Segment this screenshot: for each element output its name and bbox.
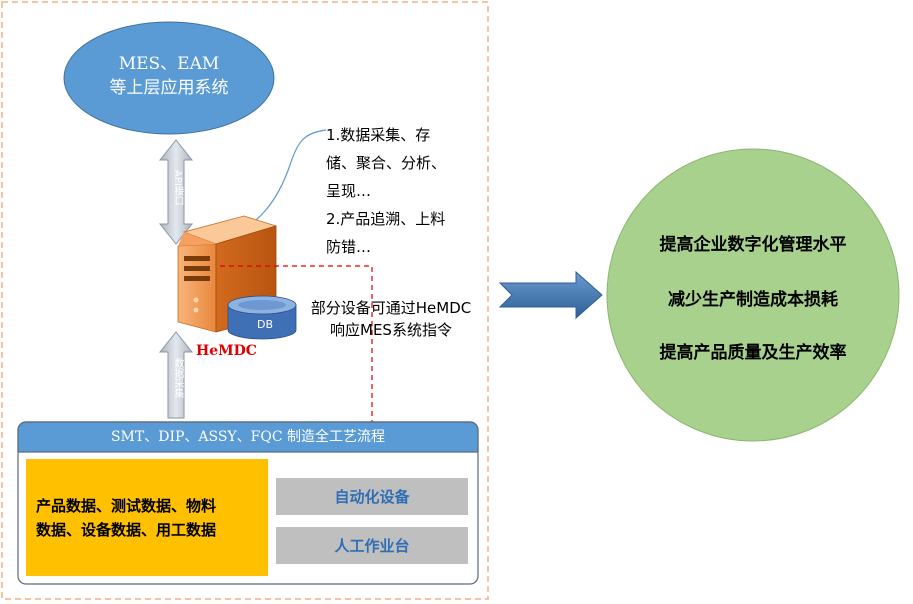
callout-text: 1.数据采集、存 储、聚合、分析、 呈现… 2.产品追溯、上料 防错… — [326, 121, 486, 261]
manual-station-box: 人工作业台 — [276, 527, 468, 564]
auto-equipment-box: 自动化设备 — [276, 478, 468, 515]
benefit-3: 提高产品质量及生产效率 — [659, 343, 847, 363]
app-ellipse-line2: 等上层应用系统 — [109, 78, 229, 98]
device-note-line1: 部分设备可通过HeMDC — [310, 299, 472, 317]
server-label: HeMDC — [196, 343, 257, 359]
db-label: DB — [256, 318, 274, 331]
process-panel-title: SMT、DIP、ASSY、FQC 制造全工艺流程 — [110, 429, 386, 445]
app-ellipse-label: MES、EAM 等上层应用系统 — [64, 52, 274, 100]
callout-line-3: 呈现… — [326, 182, 372, 200]
collect-up-arrow — [158, 331, 194, 419]
data-types-box: 产品数据、测试数据、物料 数据、设备数据、用工数据 — [26, 459, 268, 576]
data-types-line2: 数据、设备数据、用工数据 — [36, 520, 217, 539]
process-panel-header — [17, 421, 479, 453]
benefit-2: 减少生产制造成本损耗 — [668, 290, 838, 310]
benefit-arrow — [498, 270, 603, 320]
data-types-line1: 产品数据、测试数据、物料 — [36, 496, 217, 515]
callout-line-4: 2.产品追溯、上料 — [326, 210, 446, 228]
callout-line-1: 1.数据采集、存 — [326, 126, 431, 144]
red-dashed-command-line — [220, 265, 377, 481]
benefit-1: 提高企业数字化管理水平 — [659, 235, 847, 255]
api-arrow-label: API接口 — [172, 170, 183, 206]
left-group-border — [1, 1, 489, 600]
benefit-circle — [606, 148, 900, 442]
device-note: 部分设备可通过HeMDC 响应MES系统指令 — [296, 297, 486, 341]
db-cylinder-icon — [227, 295, 297, 340]
callout-line-2: 储、聚合、分析、 — [326, 154, 447, 172]
callout-line-5: 防错… — [326, 238, 372, 256]
app-ellipse-line1: MES、EAM — [118, 54, 220, 74]
app-ellipse — [63, 21, 275, 135]
device-note-line2: 响应MES系统指令 — [330, 321, 452, 339]
collect-arrow-label: 数据采集 — [172, 358, 183, 398]
api-double-arrow — [158, 139, 194, 245]
